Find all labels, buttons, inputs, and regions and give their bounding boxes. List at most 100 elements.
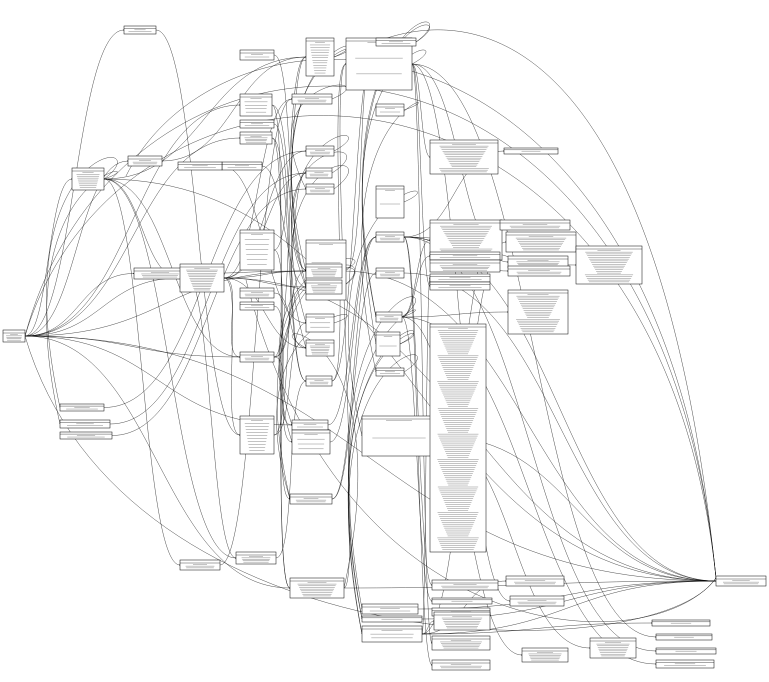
node-box: [305, 183, 335, 195]
table-node-n-col4-d: [291, 93, 333, 105]
table-node-n-col7-f: [375, 103, 405, 117]
table-node-n-col3-h: [239, 49, 275, 61]
relationship-edge: [271, 137, 307, 382]
table-node-n-col9-b: [361, 603, 419, 615]
table-node-n-col6-e: [305, 375, 333, 387]
relationship-edge: [411, 63, 433, 644]
relationship-edge: [273, 249, 291, 500]
table-node-n-col3-g: [177, 161, 223, 171]
table-node-n-top-1: [123, 25, 157, 35]
relationship-edge: [331, 63, 347, 382]
relationship-edge: [24, 277, 181, 337]
relationship-edge: [46, 157, 118, 408]
table-node-extra-1: [503, 147, 559, 155]
relationship-edge: [24, 104, 241, 337]
node-box: [239, 415, 275, 455]
table-node-n-col4-c: [235, 551, 277, 565]
relationship-edge: [411, 63, 431, 287]
node-box: [71, 167, 105, 191]
relationship-edge: [24, 335, 241, 358]
table-node-n-col5-b: [305, 145, 335, 157]
relationship-edge: [161, 56, 307, 162]
table-node-n-col3-n: [239, 301, 275, 311]
node-box: [431, 659, 491, 671]
node-box: [433, 611, 491, 631]
node-box: [305, 339, 335, 357]
table-node-n-col4-e: [289, 577, 345, 599]
node-box: [305, 167, 333, 179]
relationship-edge: [273, 270, 307, 358]
relationship-edge: [219, 98, 293, 566]
node-box: [509, 595, 565, 607]
relationship-edge: [223, 150, 307, 279]
relationship-edge: [331, 236, 377, 500]
table-node-n-col7-d: [345, 37, 413, 91]
node-box: [431, 579, 499, 591]
relationship-edge: [223, 270, 307, 279]
relationship-edge: [348, 354, 418, 635]
node-box: [291, 429, 331, 455]
node-box: [239, 287, 275, 299]
relationship-edge: [292, 333, 358, 589]
node-box: [127, 155, 163, 167]
table-node-n-col3-k: [239, 131, 273, 145]
table-node-n-col3-m: [239, 287, 275, 299]
relationship-edge: [103, 178, 237, 559]
table-node-extra-21: [431, 659, 491, 671]
relationship-edge: [103, 178, 181, 566]
relationship-edge: [46, 171, 118, 425]
relationship-edge: [24, 178, 73, 337]
relationship-edge: [401, 311, 509, 318]
node-box: [589, 637, 637, 659]
table-node-n-top-2: [127, 155, 163, 167]
node-box: [507, 265, 571, 277]
table-node-extra-22: [521, 647, 569, 663]
node-layer: [2, 25, 767, 671]
table-node-n-col3-i: [239, 93, 273, 117]
node-box: [375, 231, 405, 243]
relationship-edge: [125, 59, 717, 579]
table-node-n-col3-f: [221, 161, 263, 171]
relationship-edge: [401, 316, 433, 602]
table-node-n-col6-a: [305, 263, 343, 279]
relationship-edge: [401, 255, 431, 318]
table-node-extra-9: [429, 273, 491, 283]
relationship-edge: [411, 63, 431, 158]
node-box: [505, 231, 577, 253]
node-box: [375, 267, 405, 279]
node-box: [375, 311, 403, 323]
table-node-n-col5-d: [305, 183, 335, 195]
node-box: [291, 419, 329, 431]
table-node-n-col8-e: [375, 367, 405, 377]
table-node-n-col6-d: [305, 339, 335, 357]
relationship-edge: [24, 335, 291, 589]
table-node-extra-17: [431, 597, 493, 605]
table-node-n-hub-a: [71, 167, 105, 191]
node-box: [361, 603, 419, 615]
relationship-edge: [421, 620, 435, 635]
table-node-extra-8: [429, 259, 501, 273]
table-node-n-col8-d: [375, 331, 401, 357]
node-box: [291, 93, 333, 105]
table-node-extra-4: [505, 231, 577, 253]
relationship-edge: [271, 104, 307, 271]
node-box: [305, 37, 335, 77]
relationship-edge: [329, 236, 377, 443]
node-box: [239, 49, 275, 61]
table-node-extra-16: [431, 579, 499, 591]
relationship-edge: [421, 622, 653, 635]
relationship-edge: [327, 236, 377, 426]
table-node-n-col3-j: [239, 119, 275, 129]
node-box: [375, 331, 401, 357]
relationship-edge: [403, 236, 433, 586]
node-box: [361, 415, 437, 457]
relationship-edge: [273, 56, 307, 251]
relationship-edge: [24, 160, 129, 337]
node-box: [305, 145, 335, 157]
table-node-n-col8-a: [375, 231, 405, 243]
relationship-edge: [223, 277, 241, 436]
table-node-n-col3-c: [59, 403, 105, 412]
table-node-n-col3-l: [239, 229, 275, 271]
node-box: [133, 267, 187, 280]
table-node-n-col7-c: [289, 493, 333, 505]
